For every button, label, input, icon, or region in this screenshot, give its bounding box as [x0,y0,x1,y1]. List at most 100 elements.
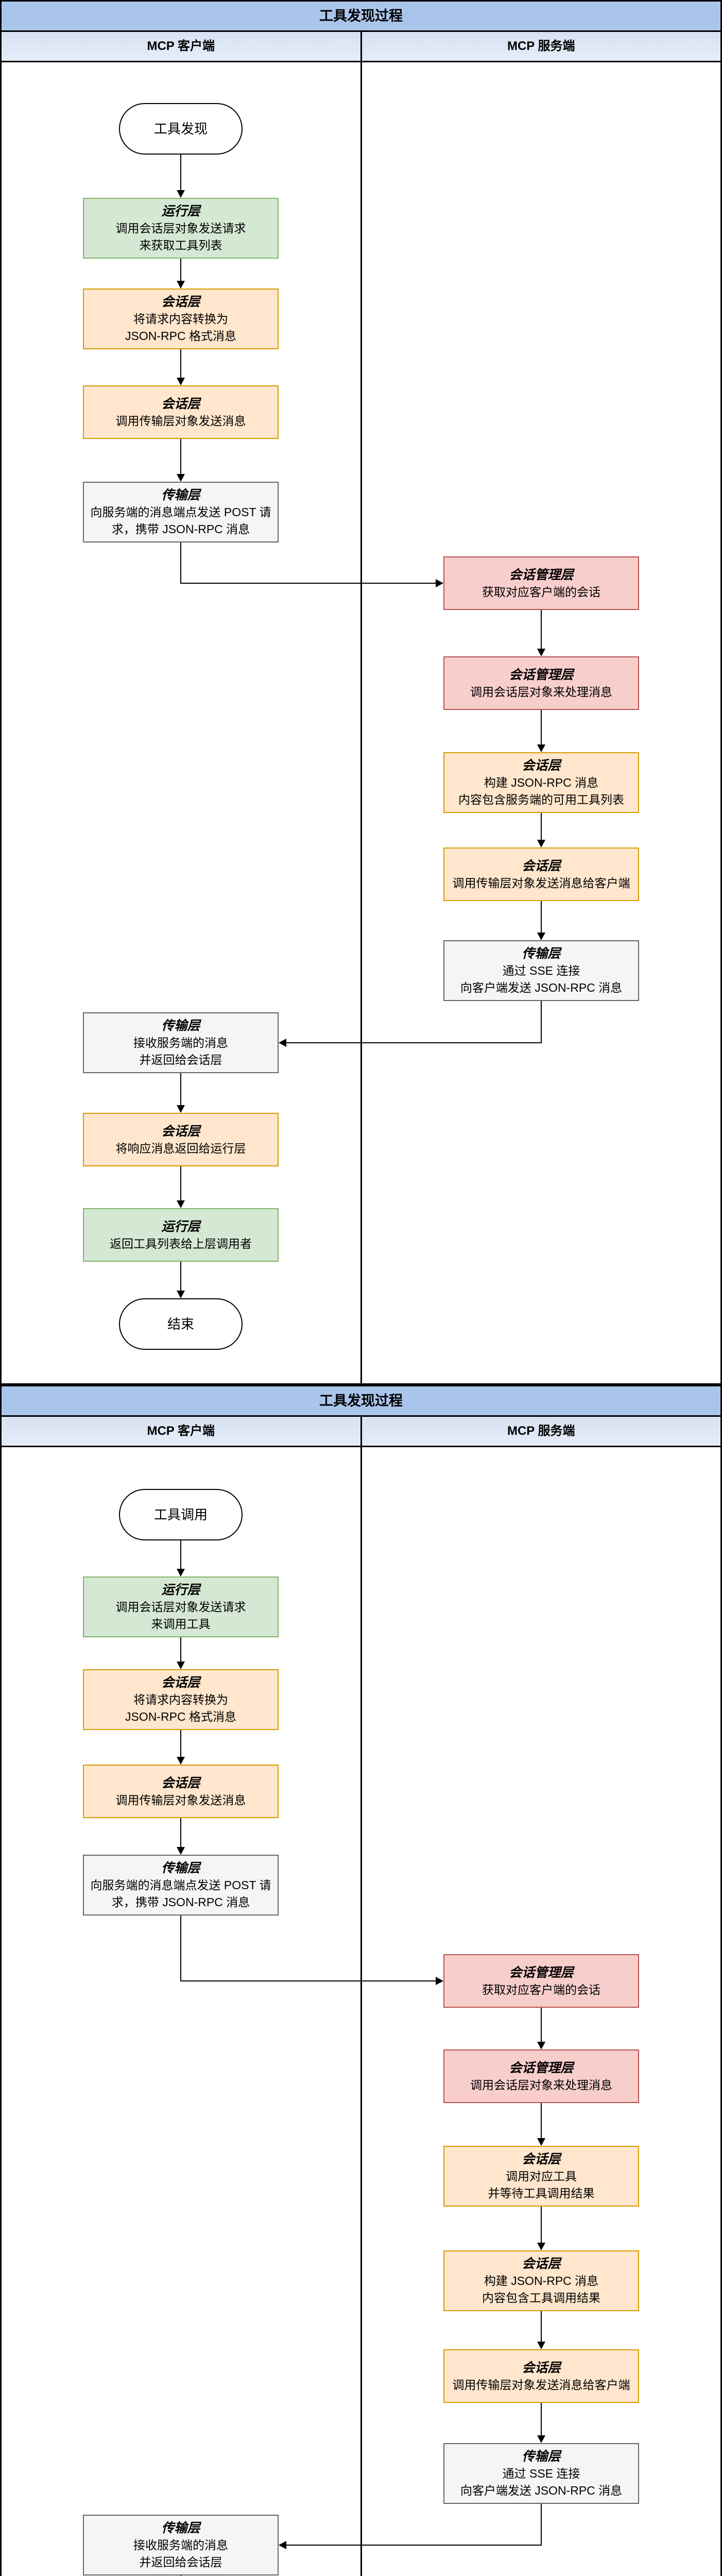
arrowhead-down-icon [177,190,185,198]
node-line: 向客户端发送 JSON-RPC 消息 [460,2484,623,2497]
node-line: 调用传输层对象发送消息给客户端 [452,2378,630,2392]
lane-body [2,1447,720,2576]
node-line: 来获取工具列表 [139,239,222,252]
arrowhead-left-icon [279,1039,286,1047]
process-session-invoke-tool: 会话层调用对应工具并等待工具调用结果 [443,2146,639,2207]
arrowhead-down-icon [177,1662,185,1669]
node-line: 向客户端发送 JSON-RPC 消息 [460,981,623,994]
node-line: 调用会话层对象来处理消息 [470,685,612,699]
node-line: 来调用工具 [151,1617,211,1631]
process-transport-receive-return: 传输层接收服务端的消息并返回给会话层 [83,1012,279,1073]
node-title: 运行层 [161,1583,200,1597]
process-transport-receive-return: 传输层接收服务端的消息并返回给会话层 [83,2515,279,2575]
node-title: 会话层 [522,758,561,773]
edge-line [180,1818,182,1848]
process-session-send-to-client: 会话层调用传输层对象发送消息给客户端 [443,2349,639,2403]
edge-line [285,1042,542,1044]
process-transport-post-request: 传输层向服务端的消息端点发送 POST 请求，携带 JSON-RPC 消息 [83,1855,279,1916]
edge-line [540,2311,542,2343]
arrowhead-right-icon [436,1977,443,1985]
end-terminator: 结束 [119,1298,243,1350]
edge-line [540,610,542,650]
edge-line [180,439,182,475]
process-runtime-return-toollist: 运行层返回工具列表给上层调用者 [83,1208,279,1262]
node-line: 获取对应客户端的会话 [482,1982,600,1996]
node-line: 工具调用 [153,1506,208,1522]
arrowhead-down-icon [537,649,545,656]
edge-line [180,1166,182,1201]
node-title: 传输层 [522,2449,561,2464]
node-line: 并等待工具调用结果 [488,2187,595,2200]
node-line: 将请求内容转换为 [133,1693,228,1706]
node-line: 并返回给会话层 [139,2555,222,2569]
process-session-mgmt-get-session: 会话管理层获取对应客户端的会话 [443,556,639,610]
process-transport-sse-send: 传输层通过 SSE 连接向客户端发送 JSON-RPC 消息 [443,940,639,1001]
node-line: 调用对应工具 [506,2170,577,2183]
node-line: JSON-RPC 格式消息 [125,1710,236,1723]
diagram-title: 工具发现过程 [2,2,720,32]
node-line: 接收服务端的消息 [133,2538,228,2552]
arrowhead-down-icon [537,2435,545,2443]
edge-line [540,813,542,841]
process-transport-post-request: 传输层向服务端的消息端点发送 POST 请求，携带 JSON-RPC 消息 [83,482,279,543]
edge-line [285,2544,542,2546]
arrowhead-down-icon [177,1569,185,1577]
node-title: 传输层 [161,488,200,502]
arrowhead-down-icon [177,1847,185,1855]
edge-line [540,2504,542,2546]
process-session-return-to-runtime: 会话层将响应消息返回给运行层 [83,1113,279,1166]
edge-line [180,1540,182,1570]
arrowhead-down-icon [177,281,185,289]
arrowhead-down-icon [177,378,185,385]
node-line: 返回工具列表给上层调用者 [110,1236,252,1250]
node-line: 求，携带 JSON-RPC 消息 [111,1895,250,1909]
node-title: 会话层 [522,2360,561,2375]
lane-header-server: MCP 服务端 [507,1424,575,1438]
node-line: 求，携带 JSON-RPC 消息 [111,522,250,536]
process-session-build-toollist: 会话层构建 JSON-RPC 消息内容包含服务端的可用工具列表 [443,752,639,813]
node-title: 运行层 [161,1219,200,1234]
node-line: 向服务端的消息端点发送 POST 请 [90,505,271,519]
arrowhead-down-icon [537,2138,545,2146]
arrowhead-down-icon [177,1291,185,1298]
edge-line [540,2103,542,2139]
node-title: 会话层 [522,2152,561,2166]
edge-line [540,1001,542,1044]
process-transport-sse-send: 传输层通过 SSE 连接向客户端发送 JSON-RPC 消息 [443,2443,639,2504]
arrowhead-down-icon [537,2342,545,2349]
node-title: 会话层 [161,1124,200,1139]
node-title: 会话层 [161,1675,200,1690]
arrowhead-left-icon [279,2541,286,2549]
edge-line [180,1980,437,1982]
node-title: 会话管理层 [509,667,574,682]
lane-header-client: MCP 客户端 [2,1417,362,1446]
node-line: 内容包含服务端的可用工具列表 [458,793,624,806]
edge-line [540,901,542,934]
edge-line [180,259,182,282]
node-line: 通过 SSE 连接 [502,2467,580,2480]
process-session-send-to-client: 会话层调用传输层对象发送消息给客户端 [443,848,639,901]
edge-line [180,155,182,191]
arrowhead-down-icon [177,474,185,482]
arrowhead-down-icon [537,933,545,940]
lane-header-row: MCP 客户端 MCP 服务端 [2,1417,720,1447]
arrowhead-down-icon [537,840,545,848]
lane-header-row: MCP 客户端 MCP 服务端 [2,32,720,62]
lane-client [2,62,362,1383]
node-title: 会话管理层 [509,1965,574,1980]
node-title: 会话层 [161,396,200,411]
process-session-call-transport: 会话层调用传输层对象发送消息 [83,385,279,439]
lane-body [2,62,720,1383]
node-line: 向服务端的消息端点发送 POST 请 [90,1878,271,1892]
process-runtime-send-request: 运行层调用会话层对象发送请求来调用工具 [83,1577,279,1637]
process-session-build-result: 会话层构建 JSON-RPC 消息内容包含工具调用结果 [443,2250,639,2311]
edge-line [180,349,182,379]
node-line: 并返回给会话层 [139,1053,222,1066]
edge-line [180,1637,182,1663]
node-title: 传输层 [161,1861,200,1875]
edge-line [180,582,437,584]
arrowhead-right-icon [436,579,443,587]
edge-line [540,2207,542,2244]
arrowhead-down-icon [177,1757,185,1765]
arrowhead-down-icon [537,2243,545,2250]
